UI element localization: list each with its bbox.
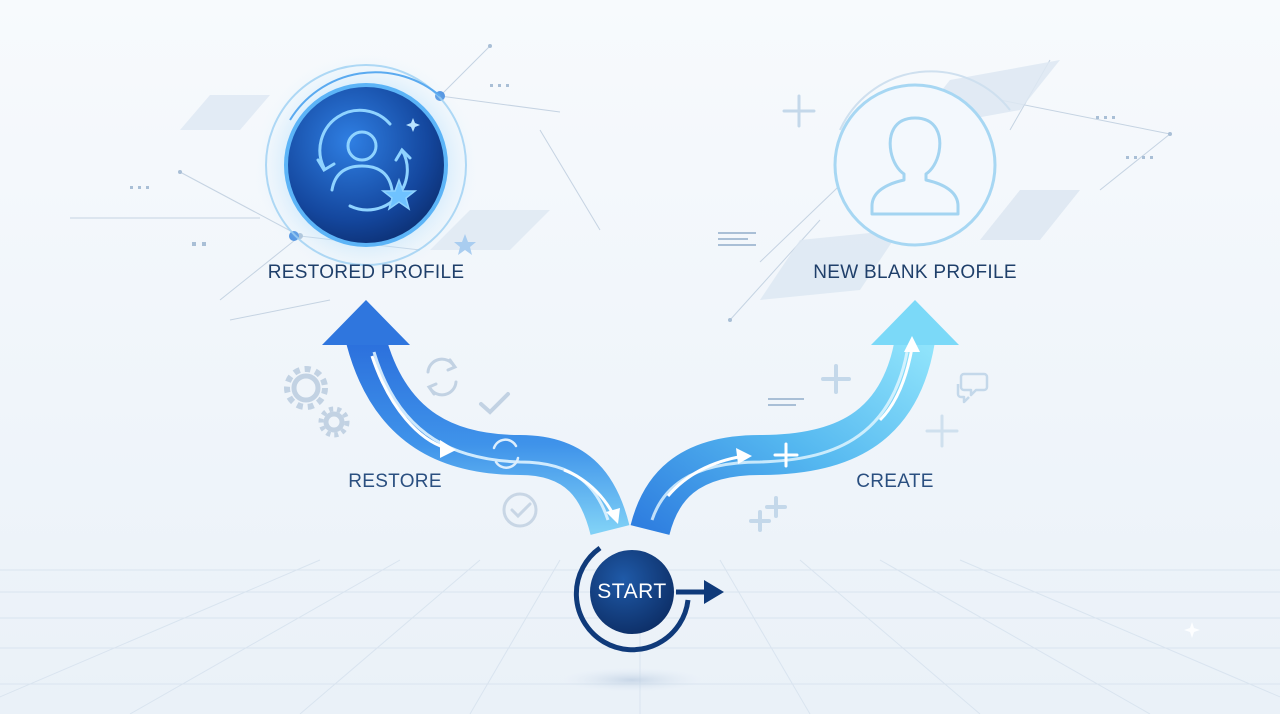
check-icon [479,392,510,415]
create-path-arrow [630,300,959,536]
plus-icon [821,364,851,394]
user-outline-icon [870,116,960,216]
plus-icon [749,496,787,532]
sparkle-icon [1184,622,1200,638]
start-node[interactable] [562,545,724,692]
plus-icon [773,442,799,468]
plus-icon [925,414,959,448]
restore-path-arrow [322,300,630,536]
plus-icon [782,94,816,128]
new-blank-profile-node [782,70,1011,247]
restored-profile-node [254,53,478,277]
restore-path-label: RESTORE [348,471,442,492]
decor-dots-right [718,116,1172,406]
sync-icon [426,357,458,397]
star-icon [454,234,476,255]
chat-bubble-icon [956,372,989,404]
start-button-label[interactable]: START [597,580,667,603]
create-path-label: CREATE [856,471,934,492]
restored-profile-label: RESTORED PROFILE [267,262,465,283]
user-sync-star-icon [316,108,420,212]
new-blank-profile-label: NEW BLANK PROFILE [813,262,1017,283]
start-circle-arrow-icon [676,580,724,604]
check-circle-icon [502,492,538,528]
gear-icon [284,366,350,438]
sync-icon [492,438,520,469]
